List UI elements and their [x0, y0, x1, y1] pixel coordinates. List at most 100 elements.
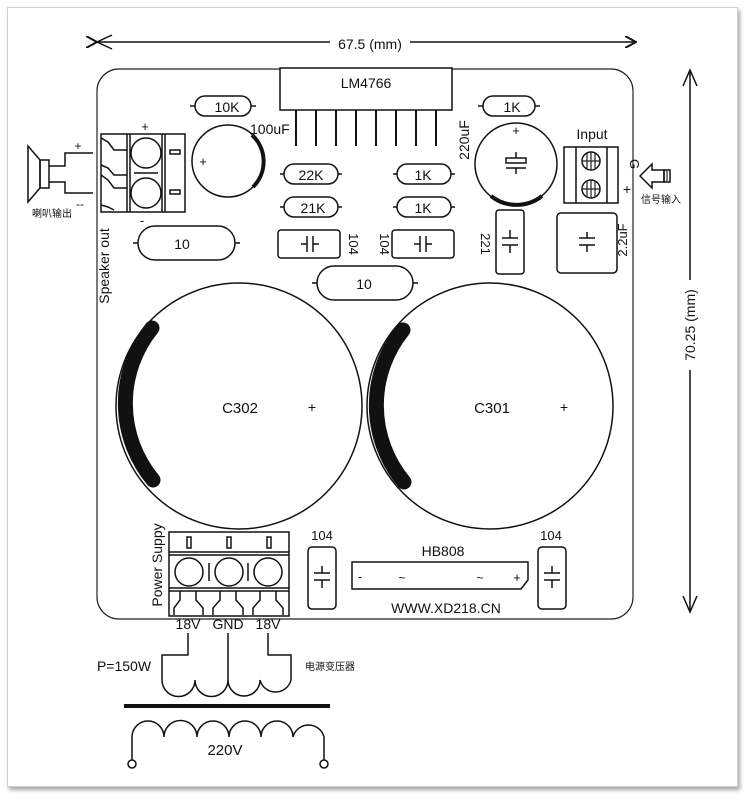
capacitor-body	[115, 282, 363, 530]
resistor-label: 1K	[503, 99, 521, 115]
polarity-band	[117, 320, 161, 488]
terminal-body	[100, 133, 186, 213]
capacitor-symbol-icon	[314, 566, 330, 588]
width-label: 67.5 (mm)	[338, 36, 402, 52]
capacitor-label: 104	[311, 528, 333, 543]
resistor-label: 21K	[301, 200, 327, 216]
capacitor-symbol-icon	[544, 566, 560, 588]
terminal-left-icon	[127, 759, 137, 769]
pin-18v-right: 18V	[256, 616, 282, 632]
capacitor-symbol-icon	[414, 236, 432, 252]
speaker-cn-label: 喇叭输出	[32, 207, 72, 220]
screw-icon	[581, 151, 601, 171]
resistor-1k-b: 1K	[393, 196, 455, 218]
width-dimension: 67.5 (mm)	[97, 34, 636, 52]
bridge-body	[351, 561, 529, 590]
polarity-plus: +	[199, 154, 207, 169]
resistor-10-center: 10	[312, 265, 418, 301]
terminal-minus: -	[140, 213, 144, 228]
capacitor-2-2uf: 2.2uF	[556, 212, 630, 274]
resistor-label: 1K	[414, 167, 432, 183]
resistor-22k: 22K	[280, 163, 342, 185]
input-label: Input	[576, 126, 607, 142]
polarity-plus: +	[308, 399, 316, 415]
screw-icon	[214, 557, 244, 587]
website-label: WWW.XD218.CN	[391, 600, 501, 616]
speaker-wire-minus	[49, 181, 93, 194]
capacitor-label: 104	[377, 233, 392, 255]
resistor-21k: 21K	[280, 196, 342, 218]
wire-minus-label: --	[76, 197, 84, 211]
screw-icon	[130, 137, 162, 169]
pin-gnd: GND	[212, 616, 243, 632]
capacitor-c302: C302 +	[115, 282, 363, 530]
capacitor-100uf: + 100uF	[191, 121, 290, 198]
capacitor-symbol-icon	[579, 232, 595, 252]
bridge-ac2: ~	[476, 571, 483, 585]
primary-voltage-label: 220V	[207, 742, 242, 759]
screw-icon	[174, 557, 204, 587]
terminal-right-icon	[319, 759, 329, 769]
ic-body	[279, 67, 453, 111]
capacitor-label: C302	[222, 400, 258, 417]
pin-g-label: G	[627, 159, 642, 169]
polarity-band	[250, 133, 266, 189]
capacitor-label: C301	[474, 400, 510, 417]
capacitor-label: 100uF	[250, 121, 290, 137]
speaker-icon: + -- 喇叭输出	[27, 139, 93, 220]
capacitor-220uf: + 220uF	[456, 120, 558, 207]
resistor-10k: 10K	[190, 95, 256, 117]
polarity-band	[368, 322, 412, 490]
resistor-10-left: 10	[133, 225, 240, 261]
resistor-label: 1K	[414, 200, 432, 216]
speaker-terminal: + - Speaker out	[96, 119, 186, 304]
speaker-out-label: Speaker out	[96, 228, 112, 304]
speaker-wire-plus	[49, 152, 93, 167]
resistor-label: 10K	[215, 99, 241, 115]
ic-label: LM4766	[341, 75, 392, 91]
screw-icon	[253, 557, 283, 587]
capacitor-104-right: 104	[377, 229, 455, 259]
capacitor-body	[366, 282, 614, 530]
bridge-rectifier-hb808: HB808 - ~ ~ + WWW.XD218.CN	[351, 543, 529, 616]
height-dimension: 70.25 (mm)	[682, 68, 698, 614]
polarity-plus: +	[560, 399, 568, 415]
power-label: Power Suppy	[149, 523, 165, 606]
input-terminal: Input G +	[563, 126, 642, 204]
terminal-plus: +	[141, 119, 149, 134]
arrow-down-icon	[682, 595, 698, 614]
capacitor-symbol-icon	[301, 236, 319, 252]
secondary-coil	[161, 679, 292, 698]
capacitor-label: 2.2uF	[615, 223, 630, 256]
bridge-ac1: ~	[398, 571, 405, 585]
resistor-label: 10	[174, 236, 190, 252]
pin-18v-left: 18V	[176, 616, 202, 632]
transformer: P=150W 电源变压器 220V	[97, 633, 355, 769]
ic-lm4766: LM4766	[279, 67, 453, 146]
capacitor-label: 104	[346, 233, 361, 255]
primary-coil	[131, 719, 325, 760]
screw-icon	[130, 177, 162, 209]
resistor-1k-a: 1K	[393, 163, 455, 185]
capacitor-label: 221	[478, 233, 493, 255]
height-label: 70.25 (mm)	[682, 289, 698, 361]
power-terminal: Power Suppy 18V GND 18V	[149, 523, 290, 632]
bridge-minus: -	[358, 569, 362, 584]
terminal-body	[168, 531, 290, 617]
transformer-cn-label: 电源变压器	[305, 660, 355, 673]
capacitor-c301: C301 +	[366, 282, 614, 530]
signal-input-arrow-icon: 信号输入	[638, 162, 681, 206]
secondary-wire-right	[267, 633, 292, 680]
screw-icon	[581, 179, 601, 199]
wire-plus-label: +	[74, 139, 81, 153]
polarity-plus: +	[512, 123, 520, 138]
resistor-label: 10	[356, 276, 372, 292]
terminal-body	[563, 146, 619, 204]
arrow-up-icon	[682, 68, 698, 87]
bridge-plus: +	[513, 570, 521, 585]
pin-plus-label: +	[623, 181, 631, 197]
polarity-band	[489, 194, 544, 207]
capacitor-221: 221	[478, 209, 525, 275]
ic-pins	[295, 110, 437, 146]
